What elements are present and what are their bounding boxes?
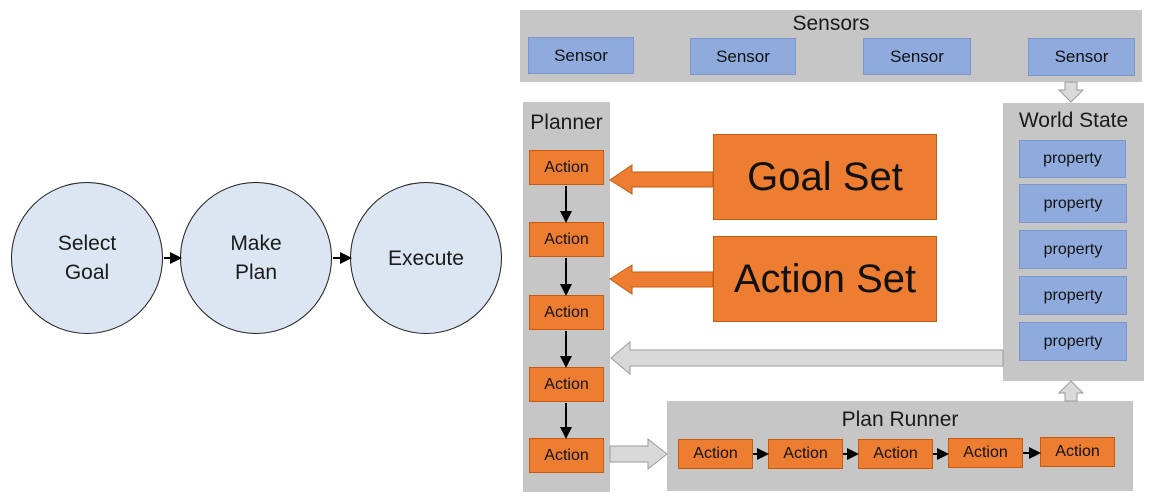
plan-runner-action: Action (768, 439, 843, 469)
cycle-step-label: Make Plan (230, 232, 282, 284)
world-state-title: World State (1018, 109, 1129, 132)
world-state-property: property (1019, 276, 1127, 315)
cycle-step-label: Execute (388, 246, 464, 270)
planner-action: Action (529, 150, 604, 185)
sensor-box: Sensor (1028, 38, 1135, 76)
world-state-property: property (1019, 230, 1127, 269)
action-set-box: Action Set (713, 236, 937, 322)
runner-to-world-state-arrow (1057, 380, 1085, 402)
cycle-step-label: Select Goal (57, 232, 117, 284)
planner-action: Action (529, 295, 604, 330)
goal-set-box: Goal Set (713, 134, 937, 220)
world-state-property: property (1019, 140, 1126, 178)
sensor-box: Sensor (690, 38, 796, 75)
action-set-arrow (609, 264, 714, 295)
cycle-step-execute: Execute (350, 182, 502, 334)
cycle-step-make-plan: Make Plan (180, 182, 332, 334)
world-state-property: property (1019, 322, 1127, 361)
planner-action: Action (529, 222, 604, 257)
planner-action: Action (529, 367, 604, 402)
plan-runner-action: Action (1040, 437, 1115, 467)
planner-title: Planner (530, 111, 603, 134)
world-state-property: property (1019, 184, 1127, 223)
sensors-to-world-state-arrow (1057, 81, 1085, 103)
sensor-box: Sensor (528, 37, 634, 74)
plan-runner-action: Action (678, 439, 753, 469)
planner-action: Action (529, 438, 604, 473)
cycle-step-select-goal: Select Goal (11, 182, 163, 334)
plan-runner-action: Action (948, 438, 1023, 468)
goal-set-arrow (609, 164, 714, 195)
sensors-title: Sensors (792, 12, 870, 35)
plan-runner-action: Action (858, 439, 933, 469)
planner-to-runner-arrow (609, 437, 668, 471)
plan-runner-title: Plan Runner (841, 408, 959, 431)
world-state-to-planner-arrow (610, 340, 1004, 376)
sensor-box: Sensor (863, 38, 971, 75)
